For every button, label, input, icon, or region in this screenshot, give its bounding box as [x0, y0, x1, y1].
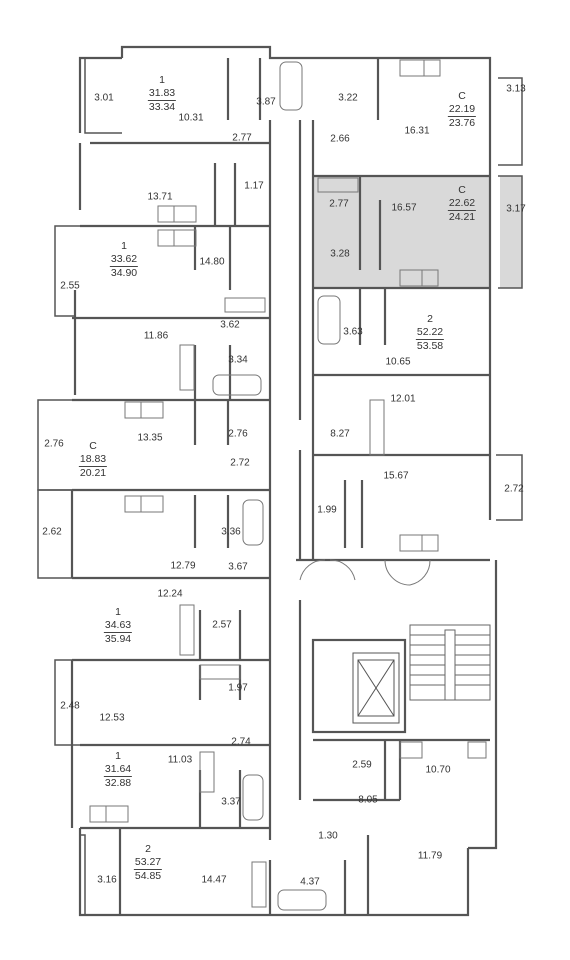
living-area: 52.22	[416, 326, 444, 338]
total-area: 54.85	[133, 869, 163, 882]
room-area: 13.35	[137, 432, 163, 444]
living-area: 31.83	[148, 87, 176, 99]
room-area: 11.86	[143, 330, 169, 342]
apartment-a1: 1 31.83 33.34	[147, 74, 177, 114]
apartment-type: С	[458, 184, 466, 196]
room-area: 2.72	[230, 457, 250, 469]
room-area: 2.76	[228, 428, 248, 440]
total-area: 53.58	[415, 339, 445, 352]
room-area: 1.97	[228, 682, 248, 694]
apartment-type: 1	[115, 606, 121, 618]
living-area: 31.64	[104, 763, 132, 775]
room-area: 2.76	[44, 438, 64, 450]
elevator-icon	[352, 652, 400, 724]
staircase	[409, 624, 491, 701]
apartment-a6: С 18.83 20.21	[78, 440, 108, 480]
room-area: 11.79	[417, 850, 443, 862]
total-area: 32.88	[103, 776, 133, 789]
room-area: 2.57	[212, 619, 232, 631]
room-area: 8.27	[330, 428, 350, 440]
room-area: 12.01	[390, 393, 416, 405]
room-area: 2.62	[42, 526, 62, 538]
room-area: 10.65	[385, 356, 411, 368]
apartment-a2: С 22.19 23.76	[447, 90, 477, 130]
highlighted-apartment	[313, 176, 491, 288]
balconies	[37, 57, 523, 915]
room-area: 12.79	[170, 560, 196, 572]
living-area: 34.63	[104, 619, 132, 631]
room-area: 3.37	[221, 796, 241, 808]
room-area: 3.16	[97, 874, 117, 886]
room-area: 16.31	[404, 125, 430, 137]
room-area: 14.47	[201, 874, 227, 886]
apartment-a5: 2 52.22 53.58	[415, 313, 445, 353]
room-area: 3.87	[256, 96, 276, 108]
walls	[70, 45, 498, 917]
room-area: 3.62	[220, 319, 240, 331]
apartment-a7: 1 34.63 35.94	[103, 606, 133, 646]
room-area: 3.28	[330, 248, 350, 260]
room-area: 3.63	[343, 326, 363, 338]
living-area: 18.83	[79, 453, 107, 465]
living-area: 33.62	[110, 253, 138, 265]
room-area: 1.30	[318, 830, 338, 842]
room-area: 12.24	[157, 588, 183, 600]
room-area: 2.74	[231, 736, 251, 748]
room-area: 1.17	[244, 180, 264, 192]
total-area: 35.94	[103, 632, 133, 645]
room-area: 2.77	[232, 132, 252, 144]
room-area: 13.71	[147, 191, 173, 203]
living-area: 22.19	[448, 103, 476, 115]
room-area: 12.53	[99, 712, 125, 724]
total-area: 24.21	[447, 210, 477, 223]
room-area: 2.66	[330, 133, 350, 145]
apartment-type: 2	[145, 843, 151, 855]
apartment-type: С	[89, 440, 97, 452]
apartment-type: 1	[159, 74, 165, 86]
room-area: 8.05	[358, 794, 378, 806]
door-swings	[299, 559, 431, 586]
apartment-type: 2	[427, 313, 433, 325]
room-area: 3.36	[221, 526, 241, 538]
room-area: 2.77	[329, 198, 349, 210]
bathtubs	[212, 61, 341, 911]
apartment-a3: С 22.62 24.21	[447, 184, 477, 224]
living-area: 22.62	[448, 197, 476, 209]
room-area: 3.22	[338, 92, 358, 104]
apartment-a8: 1 31.64 32.88	[103, 750, 133, 790]
room-area: 10.70	[425, 764, 451, 776]
apartment-type: 1	[121, 240, 127, 252]
total-area: 34.90	[109, 266, 139, 279]
room-area: 2.59	[352, 759, 372, 771]
apartment-a4: 1 33.62 34.90	[109, 240, 139, 280]
room-area: 1.99	[317, 504, 337, 516]
room-area: 10.31	[178, 112, 204, 124]
room-area: 2.55	[60, 280, 80, 292]
room-area: 3.01	[94, 92, 114, 104]
room-area: 2.48	[60, 700, 80, 712]
room-area: 4.37	[300, 876, 320, 888]
apartment-type: С	[458, 90, 466, 102]
highlighted-balcony	[500, 176, 522, 288]
room-area: 14.80	[199, 256, 225, 268]
room-area: 2.72	[504, 483, 524, 495]
apartment-type: 1	[115, 750, 121, 762]
room-area: 16.57	[391, 202, 417, 214]
apartment-a9: 2 53.27 54.85	[133, 843, 163, 883]
room-area: 3.34	[228, 354, 248, 366]
room-area: 15.67	[383, 470, 409, 482]
room-area: 11.03	[167, 754, 193, 766]
room-area: 3.17	[506, 203, 526, 215]
total-area: 20.21	[78, 466, 108, 479]
kitchen-fixtures	[89, 59, 487, 823]
living-area: 53.27	[134, 856, 162, 868]
total-area: 23.76	[447, 116, 477, 129]
wardrobes	[179, 177, 385, 908]
room-area: 3.13	[506, 83, 526, 95]
room-area: 3.67	[228, 561, 248, 573]
total-area: 33.34	[147, 100, 177, 113]
